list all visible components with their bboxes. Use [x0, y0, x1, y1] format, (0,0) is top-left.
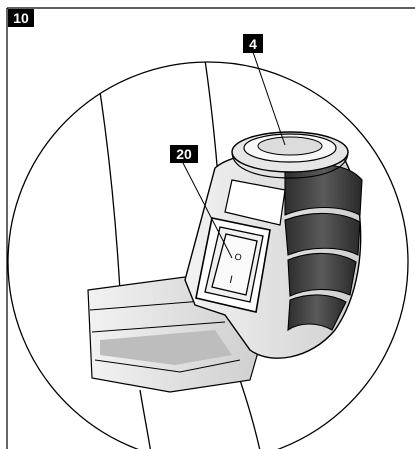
rocker-switch: O I [195, 217, 271, 313]
callout-20-label: 20 [176, 146, 192, 162]
handle-cap [231, 131, 349, 179]
figure-number: 10 [13, 10, 29, 26]
bracket-low-edge [94, 359, 241, 373]
switch-rocker [211, 233, 258, 296]
switch-off-symbol: O [234, 251, 243, 262]
leader-line-20 [182, 162, 233, 259]
tube-lower-right [239, 379, 263, 449]
callout-4: 4 [243, 34, 263, 53]
callout-4-label: 4 [249, 36, 257, 52]
callout-20: 20 [170, 145, 198, 163]
detail-circle-outline [7, 61, 409, 449]
tube-lower-left [139, 389, 153, 449]
leader-line-4 [252, 51, 286, 146]
bracket-mid-edge [91, 321, 226, 333]
figure-number-tag: 10 [8, 9, 34, 27]
housing-window [224, 179, 286, 226]
handle-grip-ribs [284, 163, 363, 332]
bracket-shadow [100, 330, 232, 365]
switch-on-symbol: I [228, 274, 233, 286]
